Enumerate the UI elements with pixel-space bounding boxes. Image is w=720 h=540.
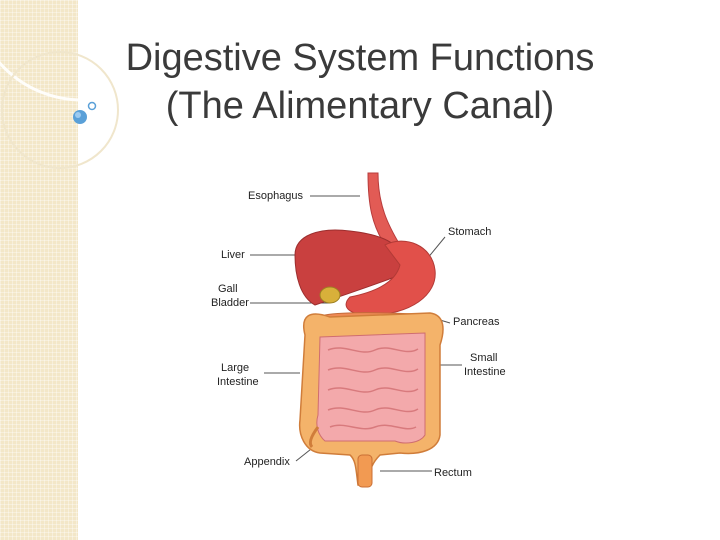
digestive-system-illustration (250, 172, 462, 488)
label-gall-bladder-line1: Gall (218, 283, 238, 295)
label-appendix: Appendix (244, 456, 290, 468)
label-liver: Liver (221, 249, 245, 261)
decorative-side-strip (0, 0, 78, 540)
small-intestine-coils (327, 347, 419, 430)
esophagus-shape (367, 172, 401, 246)
label-large-intestine-line1: Large (221, 362, 250, 374)
label-gall-bladder-line2: Bladder (211, 297, 249, 309)
label-small-intestine-line2: Intestine (464, 366, 506, 378)
gall-bladder-shape (319, 286, 341, 304)
rectum-shape (357, 454, 373, 488)
appendix-shape (308, 426, 320, 449)
title-line-2: (The Alimentary Canal) (165, 85, 555, 127)
label-pancreas: Pancreas (453, 316, 500, 328)
label-large-intestine-line2: Intestine (217, 376, 259, 388)
label-esophagus: Esophagus (248, 190, 304, 202)
label-rectum: Rectum (434, 467, 472, 479)
slide-title: Digestive System Functions (The Alimenta… (80, 34, 640, 130)
small-intestine-shape (316, 332, 426, 444)
title-line-1: Digestive System Functions (125, 37, 595, 79)
label-stomach: Stomach (448, 226, 492, 238)
label-small-intestine-line1: Small (470, 352, 498, 364)
